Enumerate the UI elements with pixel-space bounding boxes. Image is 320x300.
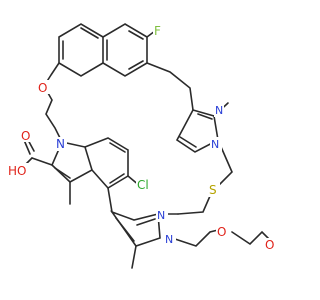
atom-chlorine: Cl bbox=[137, 178, 149, 192]
atom-ether-oxygen: O bbox=[38, 81, 47, 95]
atom-labels: F O N N N Cl S O HO N N O O bbox=[8, 24, 274, 252]
atom-acid-oh: HO bbox=[8, 164, 26, 178]
atom-peg-o1: O bbox=[217, 225, 226, 239]
atom-pyrazole-top-n1: N bbox=[215, 104, 223, 117]
label-masks bbox=[8, 24, 276, 252]
atom-pyrazole-bottom-n1: N bbox=[157, 209, 165, 222]
atom-peg-o2: O bbox=[265, 238, 274, 252]
atom-pyrazole-bottom-n2: N bbox=[165, 233, 173, 246]
atom-pyrazole-top-n2: N bbox=[211, 138, 219, 151]
atom-indole-n: N bbox=[56, 137, 65, 151]
atom-acid-o-double: O bbox=[21, 129, 30, 143]
atom-fluorine: F bbox=[154, 24, 161, 38]
molecule-structure: F O N N N Cl S O HO N N O O bbox=[8, 23, 276, 269]
bond-skeleton bbox=[21, 23, 275, 269]
atom-thioether-s: S bbox=[209, 183, 217, 197]
